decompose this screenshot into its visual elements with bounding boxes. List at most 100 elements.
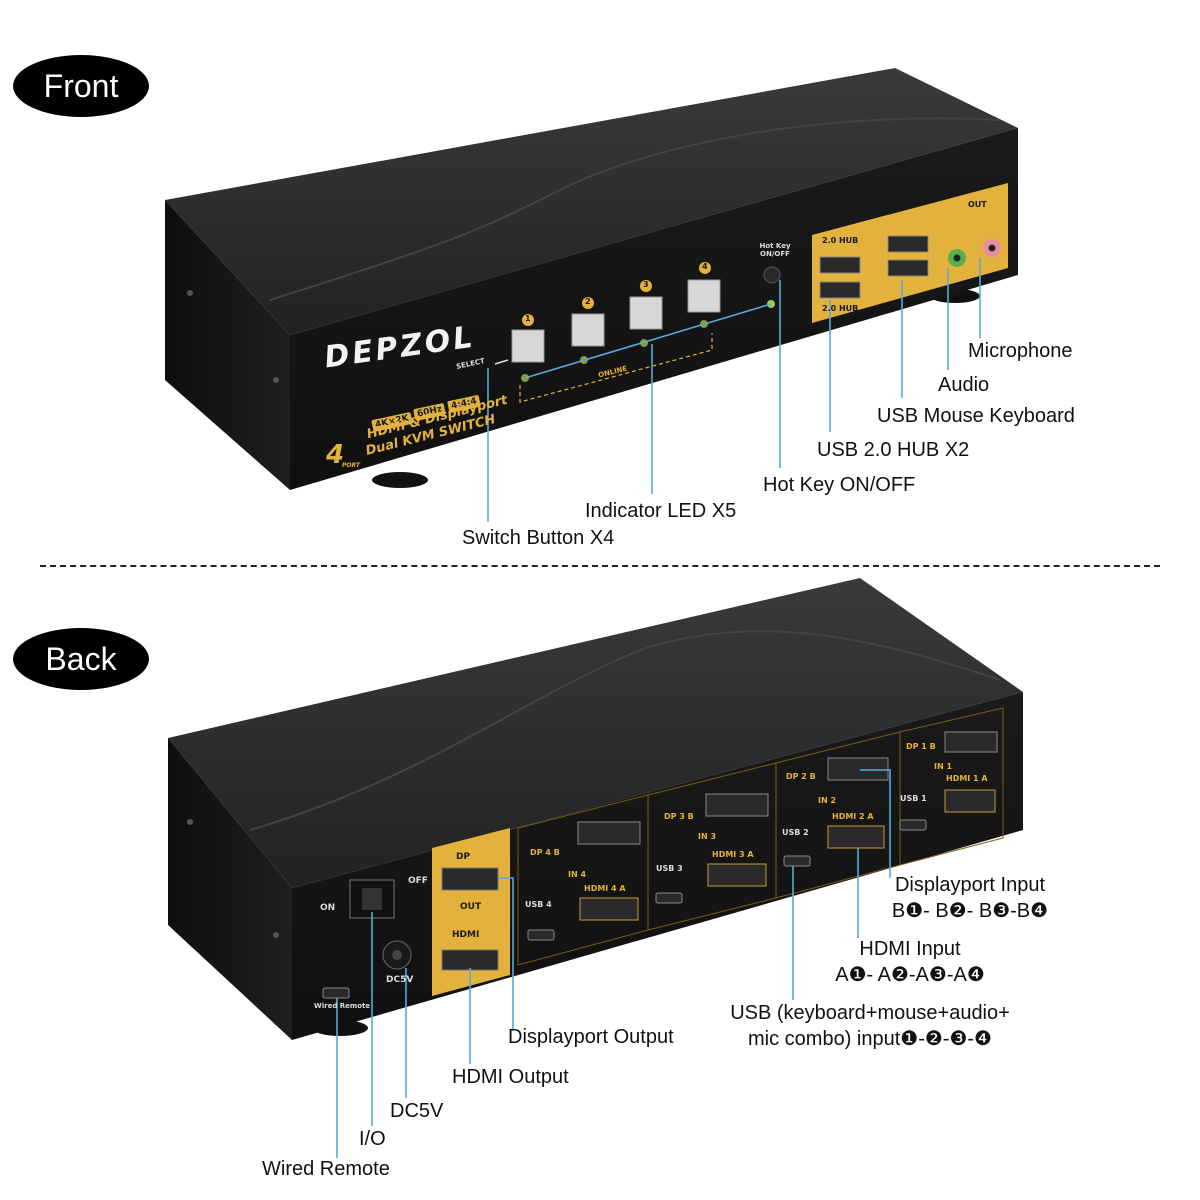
usb-label-4: USB 4 <box>525 900 552 909</box>
usb-mouse-keyboard-port <box>887 235 929 253</box>
dp-label-2: DP 2 B <box>786 772 816 781</box>
usb-hub-port <box>819 256 861 274</box>
select-arrow <box>494 359 509 365</box>
dp-label-1: DP 1 B <box>906 742 936 751</box>
hdmi-label-3: HDMI 3 A <box>712 850 754 859</box>
dc-label: DC5V <box>386 975 414 985</box>
in-label-3: IN 3 <box>698 832 717 841</box>
back-top-ridge <box>249 630 1001 831</box>
callout-usb-input-line1: USB (keyboard+mouse+audio+ <box>730 1002 1010 1024</box>
callout-dc5v: DC5V <box>390 1100 444 1122</box>
out-label: OUT <box>460 902 482 912</box>
front-section-label: Front <box>13 55 149 117</box>
front-foot <box>372 472 428 488</box>
button-number-badge <box>582 297 594 309</box>
hdmi-input-port-4 <box>579 897 639 921</box>
dp-output-port <box>441 867 499 891</box>
callout-hdmi-input-line2: A❶- A❷-A❸-A❹ <box>835 964 985 986</box>
usb-input-port-1 <box>899 819 927 831</box>
hub-label-bottom: 2.0 HUB <box>822 304 859 313</box>
callout-audio: Audio <box>938 374 990 396</box>
callout-dp-output: Displayport Output <box>508 1026 674 1048</box>
callout-hdmi-output: HDMI Output <box>452 1066 569 1088</box>
screw <box>187 819 193 825</box>
button-number: 3 <box>643 280 649 289</box>
back-left-side <box>168 738 292 1040</box>
button-number-badge <box>522 314 534 326</box>
callout-usb-mouse-keyboard: USB Mouse Keyboard <box>877 405 1075 427</box>
out-dp-label: DP <box>456 852 471 862</box>
callout-hotkey: Hot Key ON/OFF <box>763 474 916 496</box>
front-io-panel <box>812 183 1008 323</box>
screw <box>187 290 193 296</box>
output-panel <box>432 828 510 996</box>
hotkey-panel-label: Hot Key ON/OFF <box>759 242 791 258</box>
button-number-badge <box>640 280 652 292</box>
callout-hdmi-input-line1: HDMI Input <box>859 938 961 960</box>
leader-online-line <box>524 303 772 379</box>
hotkey-button <box>763 266 781 284</box>
switch-button-3 <box>629 296 663 330</box>
off-label: OFF <box>408 876 428 886</box>
hdmi-output-port <box>441 949 499 971</box>
usb-label-2: USB 2 <box>782 828 809 837</box>
usb-input-port-4 <box>527 929 555 941</box>
hdmi-label-2: HDMI 2 A <box>832 812 874 821</box>
in-label-4: IN 4 <box>568 870 587 879</box>
wired-remote-port <box>322 987 350 999</box>
callout-dp-input: Displayport Input B❶- B❷- B❸-B❹ <box>870 872 1070 924</box>
back-top-face <box>168 578 1023 888</box>
front-top-ridge <box>269 117 1001 301</box>
port-count: 4 <box>326 440 345 470</box>
callout-dp-input-line2: B❶- B❷- B❸-B❹ <box>891 900 1049 922</box>
online-bracket <box>519 333 713 403</box>
hdmi-input-port-2 <box>827 825 885 849</box>
dp-input-port-4 <box>577 821 641 845</box>
callout-dp-input-line1: Displayport Input <box>894 874 1046 896</box>
back-leaders <box>336 769 891 1158</box>
dp-input-port-3 <box>705 793 769 817</box>
screw <box>273 377 279 383</box>
usb-label-1: USB 1 <box>900 794 927 803</box>
callout-usb-input: USB (keyboard+mouse+audio+ mic combo) in… <box>710 1000 1030 1052</box>
usb-hub-port <box>819 281 861 299</box>
in-label-2: IN 2 <box>818 796 837 805</box>
button-number-badge <box>699 262 711 274</box>
back-section-label: Back <box>13 628 149 690</box>
leader-dp-output <box>498 877 514 1030</box>
callout-io: I/O <box>359 1128 386 1150</box>
callout-usb-input-line2: mic combo) input❶-❷-❸-❹ <box>748 1028 992 1050</box>
usb-mouse-keyboard-port <box>887 259 929 277</box>
front-leaders <box>487 258 981 522</box>
screw <box>273 932 279 938</box>
switch-button-4 <box>687 279 721 313</box>
dp-label-3: DP 3 B <box>664 812 694 821</box>
front-left-side <box>165 200 290 490</box>
hdmi-label-1: HDMI 1 A <box>946 774 988 783</box>
callout-usb-hub: USB 2.0 HUB X2 <box>817 439 970 461</box>
hub-label-top: 2.0 HUB <box>822 236 859 245</box>
usb-input-port-2 <box>783 855 811 867</box>
callout-wired-remote: Wired Remote <box>262 1158 390 1180</box>
button-number: 1 <box>525 314 531 323</box>
port-suffix: PORT <box>342 462 360 469</box>
callout-indicator-led: Indicator LED X5 <box>585 500 737 522</box>
front-top-face <box>165 68 1018 335</box>
dp-input-port-1 <box>944 731 998 753</box>
dp-label-4: DP 4 B <box>530 848 560 857</box>
power-switch-rocker <box>362 888 382 910</box>
callout-hdmi-input: HDMI Input A❶- A❷-A❸-A❹ <box>800 936 1020 988</box>
button-number: 4 <box>702 262 708 271</box>
out-label: OUT <box>968 200 987 209</box>
hdmi-label-4: HDMI 4 A <box>584 884 626 893</box>
out-hdmi-label: HDMI <box>452 930 480 940</box>
audio-jack-hole <box>953 254 961 262</box>
button-number: 2 <box>585 297 591 306</box>
hdmi-input-port-3 <box>707 863 767 887</box>
section-divider <box>40 565 1160 567</box>
in-label-1: IN 1 <box>934 762 953 771</box>
switch-button-2 <box>571 313 605 347</box>
callout-microphone: Microphone <box>968 340 1073 362</box>
microphone-jack-hole <box>988 244 996 252</box>
